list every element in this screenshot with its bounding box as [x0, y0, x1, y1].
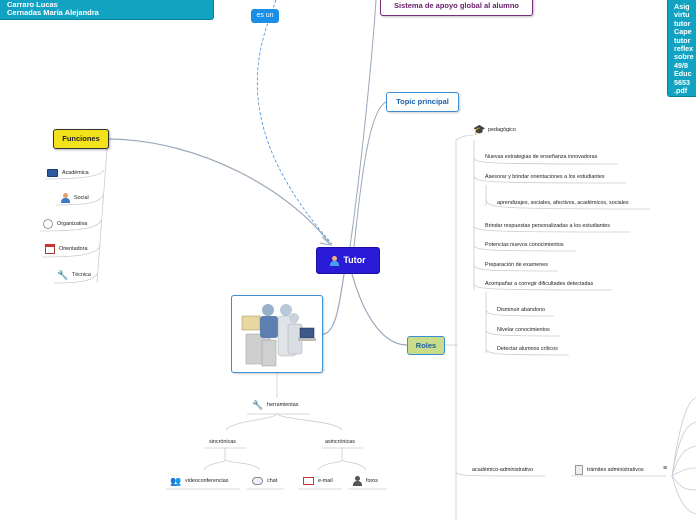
tutor-person-icon	[330, 255, 340, 266]
calendar-icon	[45, 244, 55, 254]
list-menu-icon[interactable]: ≡	[663, 465, 668, 472]
subtopic-label: foros	[366, 478, 378, 484]
subtopic-tecnica[interactable]: 🔧 Técnica	[57, 269, 91, 281]
reference-note[interactable]: Asig virtu tutor Cape tutor reflex sobre…	[667, 0, 696, 97]
subtopic-sincronicas[interactable]: sincrónicas	[209, 439, 236, 445]
subtopic-tramites[interactable]: trámites administrativos	[575, 464, 644, 476]
role-item[interactable]: Brindar respuestas personalizadas a los …	[485, 223, 610, 229]
role-item[interactable]: aprendizajes, sociales, afectivos, acadé…	[497, 200, 629, 206]
user-icon	[353, 476, 362, 486]
ref-line: sobre	[674, 52, 694, 62]
people-icon: 👥	[170, 475, 182, 486]
wrench-icon: 🔧	[252, 399, 264, 410]
subtopic-label: pedagógico	[488, 127, 516, 133]
ref-line: tutor	[674, 18, 691, 28]
subtopic-label: trámites administrativos	[587, 467, 644, 473]
role-item[interactable]: Nuevas estrategias de enseñanza innovado…	[485, 154, 598, 160]
role-item[interactable]: Nivelar conocimientos	[497, 327, 550, 333]
subtopic-social[interactable]: Social	[61, 192, 89, 204]
subtopic-chat[interactable]: chat	[252, 475, 277, 487]
document-icon	[575, 465, 583, 475]
role-item[interactable]: Potencias nuevos conocimientos	[485, 242, 564, 248]
topic-funciones[interactable]: Funciones	[53, 129, 109, 149]
subtopic-label: videoconferencias	[185, 478, 229, 484]
subtopic-videoconferencias[interactable]: 👥 videoconferencias	[170, 475, 228, 487]
people-computers-image[interactable]	[231, 295, 323, 373]
ref-line: .pdf	[674, 86, 688, 96]
role-item[interactable]: Disminuir abandono	[497, 307, 545, 313]
subtopic-academico-administrativo[interactable]: académico-administrativo	[472, 467, 534, 473]
subtopic-orientadora[interactable]: Orientadora	[45, 243, 87, 255]
subtopic-pedagogico[interactable]: 🎓 pedagógico	[473, 124, 516, 136]
person-icon	[61, 193, 70, 203]
subtopic-asincronicas[interactable]: asincrónicas	[325, 439, 355, 445]
subtopic-label: Orientadora	[59, 246, 88, 252]
author-line-2: Cernadas María Alejandra	[7, 8, 99, 17]
monitor-icon	[47, 169, 58, 177]
role-item[interactable]: Preparación de examenes	[485, 262, 548, 268]
graduation-cap-icon: 🎓	[473, 124, 486, 136]
ref-line: Educ	[674, 69, 692, 79]
topic-roles[interactable]: Roles	[407, 336, 445, 355]
relation-label-es-un[interactable]: es un	[251, 9, 279, 23]
mail-icon	[303, 477, 314, 485]
subtopic-academica[interactable]: Académica	[47, 167, 89, 179]
subtopic-label: Organizativa	[57, 221, 88, 227]
subtopic-organizativa[interactable]: Organizativa	[43, 218, 87, 230]
subtopic-label: Técnica	[72, 272, 91, 278]
ref-line: 49/8	[674, 60, 688, 70]
wrench-icon: 🔧	[57, 269, 69, 280]
people-computers-illustration	[241, 304, 316, 367]
central-topic-label: Tutor	[343, 255, 366, 265]
subtopic-label: Social	[74, 195, 89, 201]
chat-bubble-icon	[252, 477, 263, 485]
subtopic-label: herramientas	[267, 402, 299, 408]
subtopic-label: Académica	[62, 170, 89, 176]
author-note[interactable]: Carraro Lucas Cernadas María Alejandra	[0, 0, 214, 20]
ref-line: virtu	[674, 10, 690, 20]
clock-icon	[43, 219, 53, 229]
ref-line: Asig	[674, 2, 690, 11]
topic-sistema-apoyo[interactable]: Sistema de apoyo global al alumno	[380, 0, 533, 16]
subtopic-foros[interactable]: foros	[353, 475, 378, 487]
ref-line: reflex	[674, 44, 694, 54]
role-item[interactable]: Asesorar y brindar orientaciones a los e…	[485, 174, 605, 180]
role-item[interactable]: Acompañar a corregir dificultades detect…	[485, 281, 594, 287]
topic-principal[interactable]: Topic principal	[386, 92, 459, 112]
ref-line: tutor	[674, 35, 691, 45]
subtopic-herramientas[interactable]: 🔧 herramientas	[252, 399, 298, 411]
subtopic-email[interactable]: e-mail	[303, 475, 333, 487]
ref-line: 5653	[674, 77, 690, 87]
role-item[interactable]: Detectar alumnos críticos	[497, 346, 558, 352]
central-topic-tutor[interactable]: Tutor	[316, 247, 380, 274]
ref-line: Cape	[674, 27, 692, 37]
subtopic-label: chat	[267, 478, 278, 484]
subtopic-label: e-mail	[318, 478, 333, 484]
author-line-1: Carraro Lucas	[7, 0, 58, 9]
